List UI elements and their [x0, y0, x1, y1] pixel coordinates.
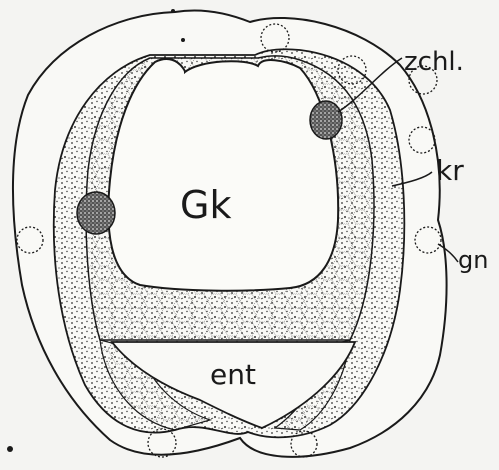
label-kr: kr — [436, 154, 464, 187]
marker-dot-small — [181, 38, 185, 42]
nucleus-right — [310, 101, 342, 139]
nucleus-left — [77, 192, 115, 234]
label-center: Gk — [180, 183, 231, 227]
label-lower: ent — [210, 358, 256, 391]
marker-dot-bottom — [7, 446, 13, 452]
marker-dot-top — [171, 9, 175, 13]
label-zchl: zchl. — [404, 47, 464, 77]
central-cavity — [108, 59, 338, 291]
label-gn: gn — [458, 246, 488, 274]
